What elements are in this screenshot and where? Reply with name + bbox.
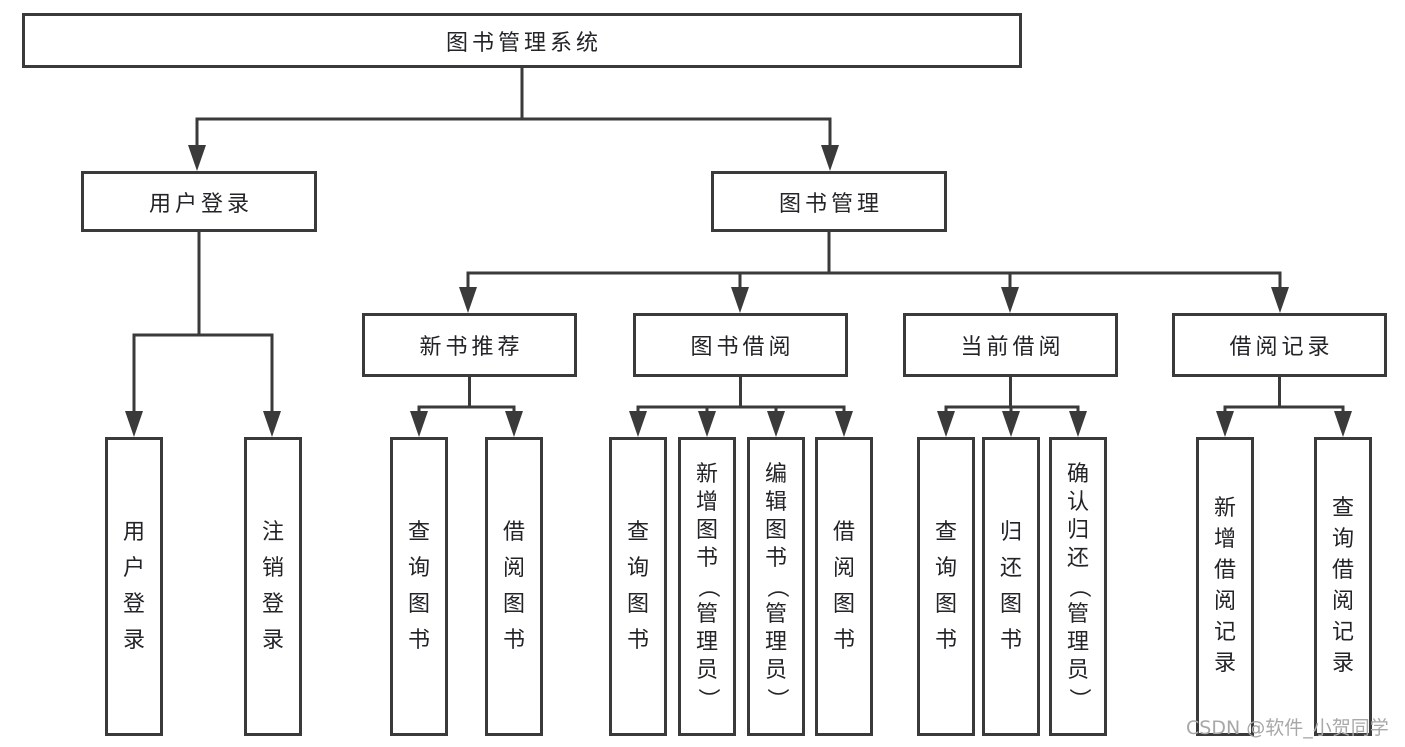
node-label: 用户登录: [148, 191, 253, 217]
node-label: 新增借阅记录: [1213, 496, 1236, 676]
leaf-user-login: 用户登录: [105, 437, 163, 736]
node-label: 借阅图书: [832, 519, 855, 653]
leaf-query-books-recommend: 查询图书: [390, 437, 448, 736]
node-label: 借阅记录: [1229, 335, 1334, 360]
arrowhead-icons: [125, 145, 1352, 437]
node-label: 借阅图书: [502, 519, 525, 653]
node-current-borrowing: 当前借阅: [903, 313, 1118, 377]
node-label: 图书借阅: [690, 335, 795, 360]
node-label: 查询图书: [934, 519, 957, 653]
leaf-query-books-borrowing: 查询图书: [609, 437, 667, 736]
node-label: 用户登录: [122, 519, 145, 653]
leaf-query-borrow-record: 查询借阅记录: [1314, 437, 1372, 736]
node-label: 确认归还（管理员）: [1065, 461, 1091, 710]
node-new-book-recommendation: 新书推荐: [362, 313, 577, 377]
node-label: 当前借阅: [960, 335, 1065, 360]
leaf-return-books: 归还图书: [982, 437, 1040, 736]
leaf-add-books-admin: 新增图书（管理员）: [678, 437, 736, 736]
node-label: 新增图书（管理员）: [694, 461, 720, 710]
leaf-logout: 注销登录: [244, 437, 302, 736]
node-label: 图书管理系统: [445, 30, 602, 56]
node-label: 注销登录: [261, 519, 284, 653]
node-label: 图书管理: [778, 191, 883, 217]
node-label: 查询借阅记录: [1331, 496, 1354, 676]
node-label: 查询图书: [407, 519, 430, 653]
leaf-borrow-books-recommend: 借阅图书: [485, 437, 543, 736]
node-borrowing-records: 借阅记录: [1172, 313, 1387, 377]
node-book-management: 图书管理: [711, 171, 947, 232]
node-label: 归还图书: [999, 519, 1022, 653]
node-book-borrowing: 图书借阅: [633, 313, 848, 377]
node-library-management-system: 图书管理系统: [22, 13, 1022, 68]
leaf-borrow-books-borrowing: 借阅图书: [815, 437, 873, 736]
node-user-login: 用户登录: [81, 171, 317, 232]
leaf-edit-books-admin: 编辑图书（管理员）: [747, 437, 805, 736]
leaf-query-books-current: 查询图书: [917, 437, 975, 736]
node-label: 编辑图书（管理员）: [763, 461, 789, 710]
node-label: 查询图书: [626, 519, 649, 653]
leaf-confirm-return-admin: 确认归还（管理员）: [1049, 437, 1107, 736]
leaf-add-borrow-record: 新增借阅记录: [1196, 437, 1254, 736]
csdn-watermark: CSDN @软件_小贺同学: [1186, 717, 1389, 739]
node-label: 新书推荐: [419, 335, 524, 360]
